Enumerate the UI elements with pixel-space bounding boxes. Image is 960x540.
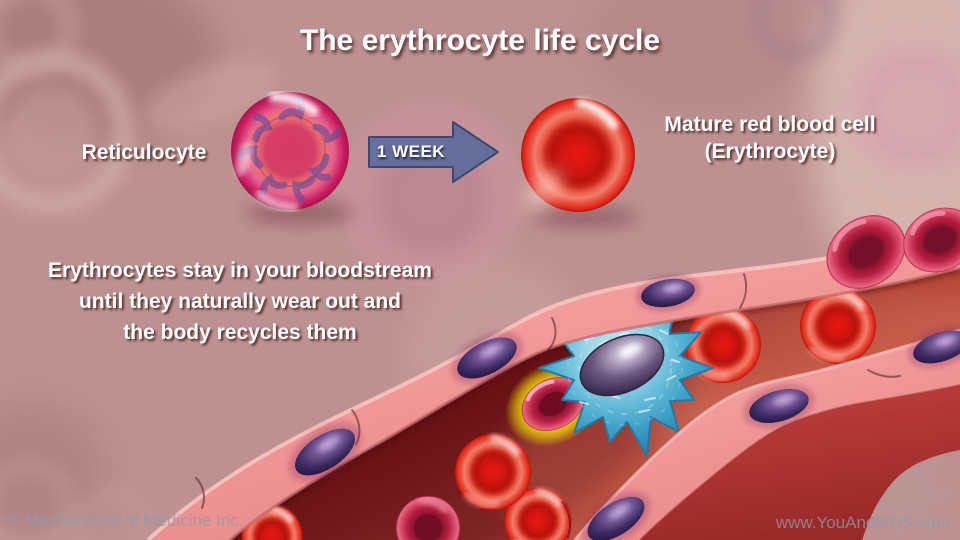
- endothelial-junction-lines: [195, 273, 901, 539]
- website-url: www.YouAndMDS.com: [775, 513, 950, 532]
- worn-erythrocyte: [903, 207, 960, 273]
- arrow-duration-label: 1 WEEK: [376, 142, 446, 161]
- mature-rbc-label-line2: (Erythrocyte): [704, 140, 836, 163]
- caption-line3: the body recycles them: [123, 321, 357, 344]
- reticulocyte-label: Reticulocyte: [81, 141, 207, 164]
- mature-rbc-label: Mature red blood cell (Erythrocyte): [625, 111, 915, 165]
- one-week-arrow: 1 WEEK: [368, 120, 500, 184]
- slide-title: The erythrocyte life cycle: [299, 24, 661, 57]
- mature-rbc-label-line1: Mature red blood cell: [664, 113, 876, 136]
- arrow-right-icon: [368, 121, 499, 183]
- caption-line2: until they naturally wear out and: [78, 290, 402, 313]
- macrophage-nucleus: [579, 333, 665, 397]
- copyright-text: © Mechanisms in Medicine Inc.: [8, 511, 244, 530]
- caption-line1: Erythrocytes stay in your bloodstream: [48, 259, 432, 282]
- reticulocyte-illustration: [231, 91, 354, 224]
- slide-caption: Erythrocytes stay in your bloodstream un…: [15, 255, 465, 348]
- worn-erythrocyte: [826, 215, 906, 289]
- blood-vessel-illustration: [146, 207, 960, 540]
- reticular-network: [236, 95, 342, 203]
- mature-rbc-illustration: [521, 98, 638, 227]
